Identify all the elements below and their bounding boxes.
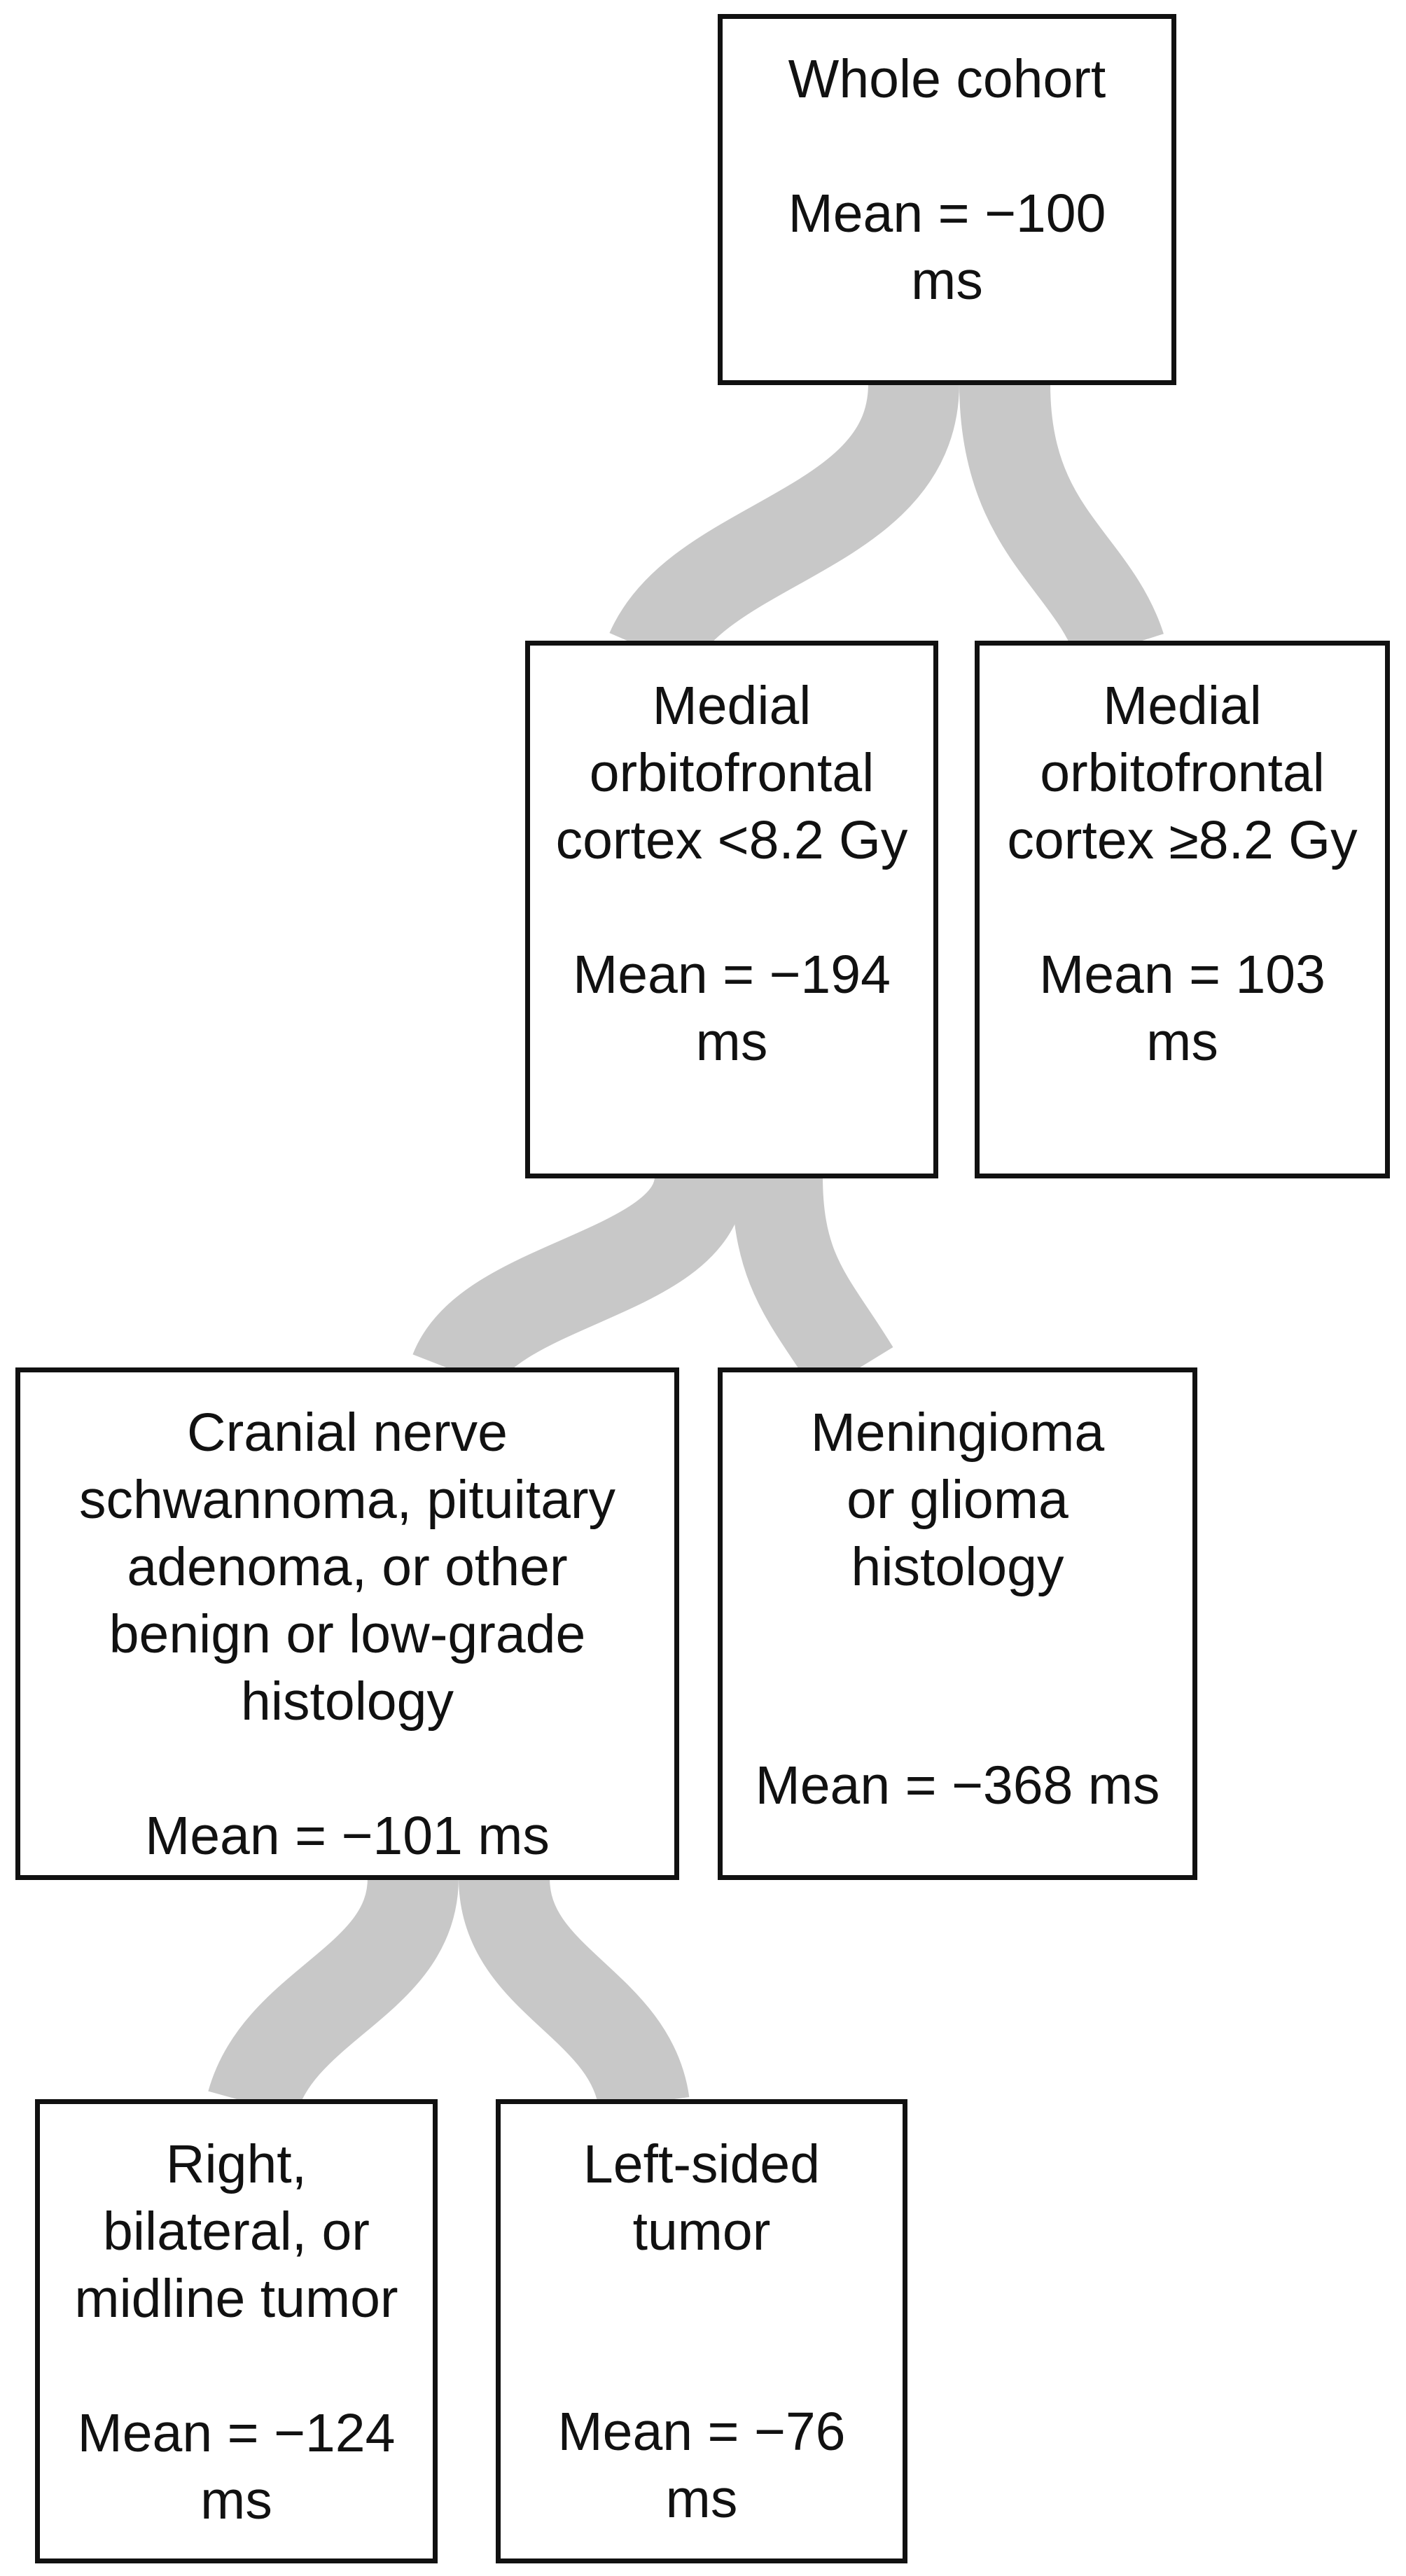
connector-benign-to-right <box>208 1875 459 2118</box>
connector-benign-to-left <box>459 1875 690 2112</box>
node-mean: Mean = −76 ms <box>557 2402 846 2529</box>
node-mean: Mean = −194 ms <box>573 945 891 1072</box>
connector-root-to-mofc-high <box>959 382 1164 663</box>
node-label: Left-sided tumor <box>583 2134 821 2262</box>
node-label: Medial orbitofrontal cortex <8.2 Gy <box>555 676 908 870</box>
node-mean: Mean = 103 ms <box>1039 945 1325 1072</box>
node-label: Right, bilateral, or midline tumor <box>74 2134 398 2329</box>
node-label: Medial orbitofrontal cortex ≥8.2 Gy <box>1007 676 1358 870</box>
node-label: Whole cohort <box>788 49 1106 109</box>
node-benign-histology: Cranial nerve schwannoma, pituitary aden… <box>15 1367 679 1880</box>
node-mean: Mean = −124 ms <box>77 2403 396 2530</box>
node-meningioma-glioma: Meningioma or glioma histology Mean = −3… <box>718 1367 1197 1880</box>
connector-mofc-low-to-meningioma <box>732 1176 893 1395</box>
connector-root-to-mofc-low <box>609 382 959 672</box>
node-mean: Mean = −101 ms <box>145 1806 550 1866</box>
node-label: Cranial nerve schwannoma, pituitary aden… <box>78 1402 616 1732</box>
node-mofc-low: Medial orbitofrontal cortex <8.2 Gy Mean… <box>525 641 938 1178</box>
node-right-bilateral-midline: Right, bilateral, or midline tumor Mean … <box>35 2099 438 2563</box>
node-mean: Mean = −100 ms <box>788 183 1106 311</box>
connector-mofc-low-to-benign <box>412 1172 746 1391</box>
node-whole-cohort: Whole cohort Mean = −100 ms <box>718 14 1176 385</box>
node-mean: Mean = −368 ms <box>755 1755 1160 1816</box>
node-label: Meningioma or glioma histology <box>810 1402 1105 1597</box>
node-left-sided: Left-sided tumor Mean = −76 ms <box>496 2099 907 2563</box>
node-mofc-high: Medial orbitofrontal cortex ≥8.2 Gy Mean… <box>975 641 1390 1178</box>
